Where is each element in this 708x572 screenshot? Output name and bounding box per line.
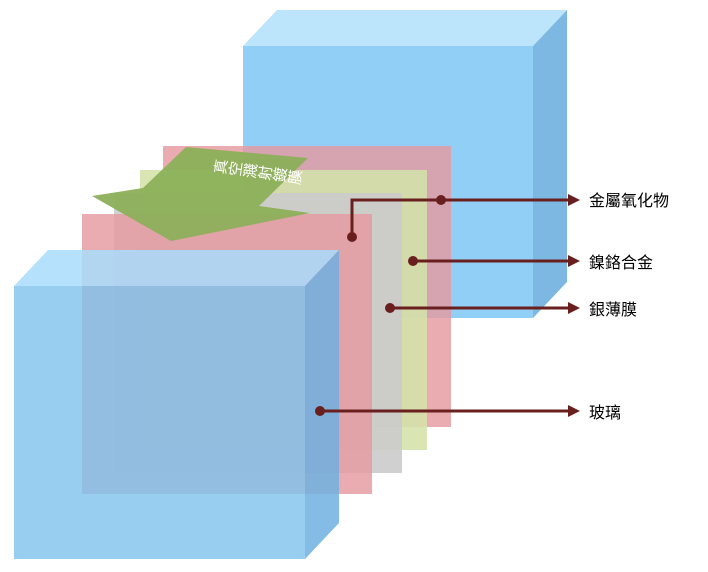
dot-metal-oxide-start	[347, 232, 357, 242]
arrowhead-glass	[568, 405, 580, 417]
front-glass-block	[14, 250, 339, 559]
dot-silver-film	[385, 303, 395, 313]
dot-nickel-chrome	[408, 256, 418, 266]
sputtering-arrow: 真空濺射鍍膜	[92, 147, 310, 241]
leader-dots	[315, 195, 446, 416]
front-glass-front	[14, 286, 305, 559]
back-glass-top	[243, 10, 567, 46]
arrowhead-nickel-chrome	[568, 255, 580, 267]
label-nickel-chrome: 鎳鉻合金	[589, 253, 654, 272]
leader-lines	[320, 198, 570, 413]
arrowhead-metal-oxide	[568, 194, 580, 206]
front-glass-side	[305, 250, 339, 559]
leader-arrowheads	[568, 194, 580, 417]
dot-metal-oxide-mid	[436, 195, 446, 205]
label-metal-oxide: 金屬氧化物	[589, 191, 670, 210]
front-glass-top	[14, 250, 339, 286]
leader-metal-oxide	[350, 198, 570, 237]
label-glass: 玻璃	[589, 403, 622, 422]
arrow-shape	[92, 147, 310, 241]
label-silver-film: 銀薄膜	[589, 300, 638, 319]
dot-glass	[315, 406, 325, 416]
arrowhead-silver-film	[568, 302, 580, 314]
back-glass-side	[533, 10, 567, 318]
